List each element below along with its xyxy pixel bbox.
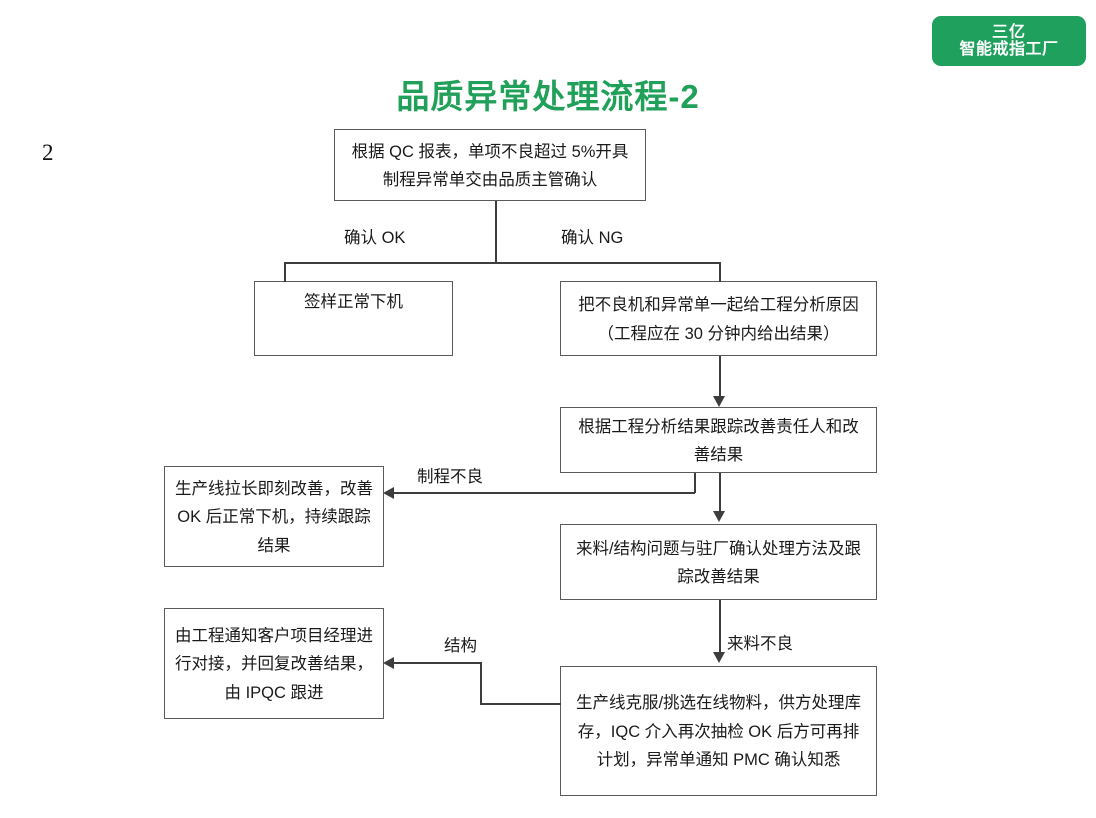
edge-label-incoming-material-defect: 来料不良: [727, 635, 793, 653]
connector-structure-riser: [480, 662, 482, 704]
arrowhead-engineering-to-track: [713, 396, 725, 407]
slide-number: 2: [42, 140, 54, 165]
flow-node-supplier-handling: 生产线克服/挑选在线物料，供方处理库存，IQC 介入再次抽检 OK 后方可再排计…: [560, 666, 877, 796]
flow-node-line-leader-improve: 生产线拉长即刻改善，改善 OK 后正常下机，持续跟踪结果: [164, 466, 384, 567]
connector-split-to-sign-off-ok: [284, 262, 286, 282]
flow-node-qc-report: 根据 QC 报表，单项不良超过 5%开具制程异常单交由品质主管确认: [334, 129, 646, 201]
edge-label-structure: 结构: [444, 637, 477, 655]
connector-material-to-supplier: [719, 600, 721, 653]
edge-label-process-defect: 制程不良: [417, 468, 483, 486]
edge-label-confirm-ok: 确认 OK: [344, 229, 406, 247]
flow-node-sign-off-ok: 签样正常下机: [254, 281, 453, 356]
flow-node-engineering-analysis: 把不良机和异常单一起给工程分析原因（工程应在 30 分钟内给出结果）: [560, 281, 877, 356]
flow-node-notify-customer-pm: 由工程通知客户项目经理进行对接，并回复改善结果，由 IPQC 跟进: [164, 608, 384, 719]
connector-track-down: [694, 473, 696, 493]
connector-structure-to-inform: [393, 662, 481, 664]
page-title: 品质异常处理流程-2: [396, 78, 700, 115]
connector-split-bus: [284, 262, 720, 264]
arrowhead-material-to-supplier: [713, 652, 725, 663]
connector-track-to-material: [719, 473, 721, 512]
connector-supplier-left-stub: [480, 703, 561, 705]
brand-badge: 三亿 智能戒指工厂: [932, 16, 1086, 66]
brand-name-line1: 三亿: [991, 23, 1026, 41]
connector-split-to-engineering-analysis: [719, 262, 721, 282]
connector-track-to-process-defect: [393, 492, 695, 494]
flow-node-track-improvement: 根据工程分析结果跟踪改善责任人和改善结果: [560, 407, 877, 473]
arrowhead-track-to-material: [713, 511, 725, 522]
edge-label-confirm-ng: 确认 NG: [561, 229, 624, 247]
arrowhead-to-line-leader-improve: [383, 487, 394, 499]
arrowhead-to-notify-customer-pm: [383, 657, 394, 669]
connector-engineering-to-track: [719, 356, 721, 397]
brand-name-line2: 智能戒指工厂: [959, 41, 1059, 58]
connector-qc-to-split: [495, 201, 497, 263]
flow-node-material-structure-confirm: 来料/结构问题与驻厂确认处理方法及跟踪改善结果: [560, 524, 877, 600]
